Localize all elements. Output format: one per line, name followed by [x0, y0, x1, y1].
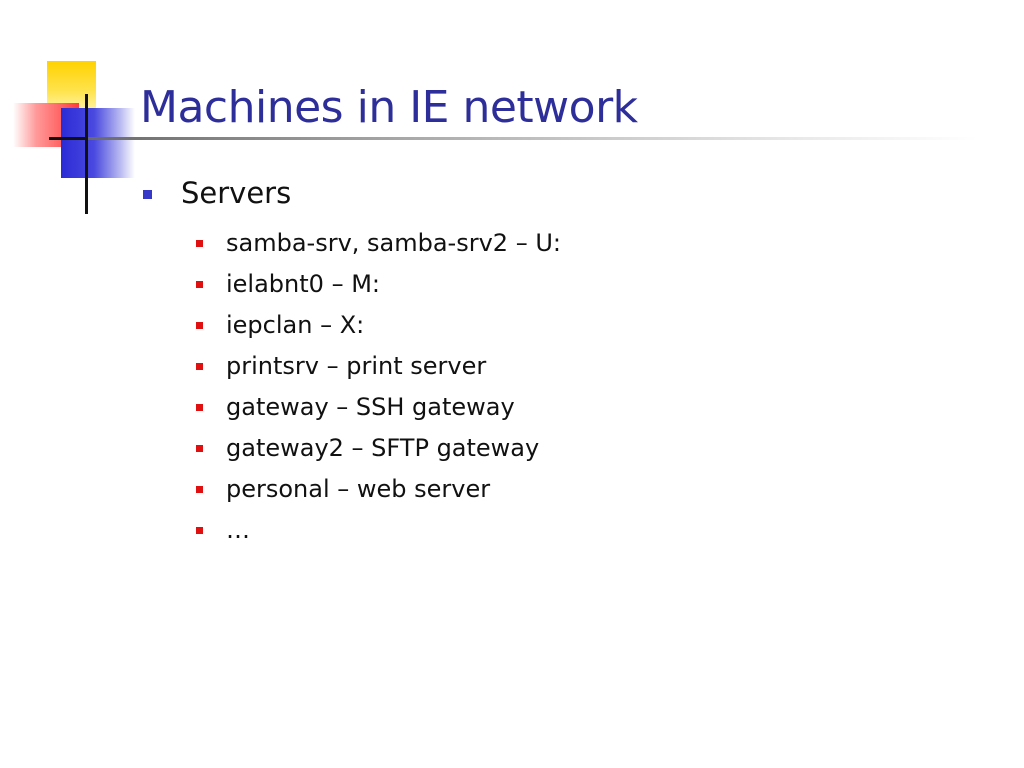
bullet-servers: Servers: [143, 174, 291, 212]
list-item-label: iepclan – X:: [226, 310, 365, 339]
list-item-label: personal – web server: [226, 474, 491, 503]
bullet-label: Servers: [181, 176, 292, 210]
list-item: gateway – SSH gateway: [196, 386, 561, 427]
list-item: gateway2 – SFTP gateway: [196, 427, 561, 468]
list-item: samba-srv, samba-srv2 – U:: [196, 222, 561, 263]
square-bullet-icon: [196, 445, 203, 452]
list-item: printsrv – print server: [196, 345, 561, 386]
square-bullet-icon: [196, 281, 203, 288]
square-bullet-icon: [196, 240, 203, 247]
blue-square-decoration: [61, 108, 135, 178]
square-bullet-icon: [143, 189, 152, 199]
list-item: …: [196, 509, 561, 550]
list-item-label: gateway – SSH gateway: [226, 392, 515, 421]
vertical-line-decoration: [85, 94, 88, 214]
decorative-squares-logo: [0, 0, 150, 220]
title-underline-rule: [88, 137, 978, 140]
square-bullet-icon: [196, 404, 203, 411]
list-item-label: printsrv – print server: [226, 351, 487, 380]
server-list: samba-srv, samba-srv2 – U: ielabnt0 – M:…: [196, 222, 561, 550]
list-item: personal – web server: [196, 468, 561, 509]
square-bullet-icon: [196, 527, 203, 534]
list-item: iepclan – X:: [196, 304, 561, 345]
list-item-label: samba-srv, samba-srv2 – U:: [226, 228, 561, 257]
square-bullet-icon: [196, 322, 203, 329]
list-item-label: gateway2 – SFTP gateway: [226, 433, 540, 462]
square-bullet-icon: [196, 363, 203, 370]
list-item-label: ielabnt0 – M:: [226, 269, 380, 298]
slide-title: Machines in IE network: [140, 82, 638, 133]
list-item: ielabnt0 – M:: [196, 263, 561, 304]
square-bullet-icon: [196, 486, 203, 493]
list-item-label: …: [226, 515, 250, 544]
